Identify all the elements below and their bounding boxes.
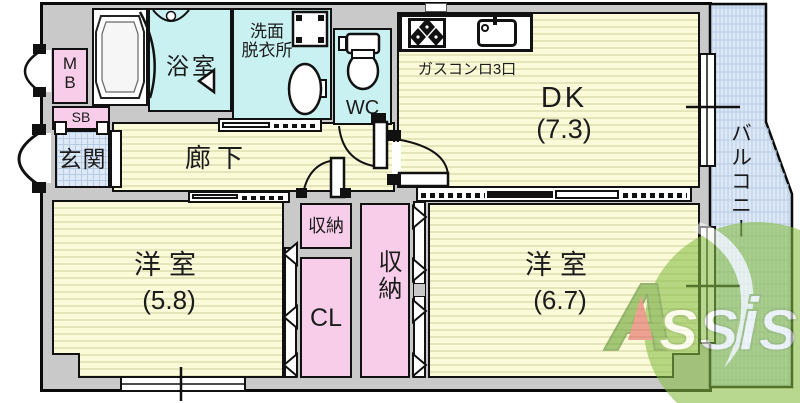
sliding-door-track — [623, 193, 687, 198]
label-storage-tall: 収納 — [373, 249, 401, 303]
label-toilet: WC — [345, 96, 380, 119]
room-storage-tall: 収納 — [360, 203, 410, 378]
label-bedroom2: 洋室 (6.7) — [480, 250, 640, 315]
label-gas-stove: ガスコンロ3口 — [417, 60, 517, 78]
wall-step-bedroom1 — [52, 353, 80, 378]
window-balcony-upper — [699, 53, 716, 167]
bathtub-box — [92, 8, 148, 106]
label-closet: CL — [310, 303, 342, 332]
room-washroom: 洗面 脱衣所 — [232, 8, 332, 120]
label-entrance: 玄関 — [58, 146, 107, 173]
room-closet: CL — [300, 257, 352, 378]
label-mb-line1: M — [62, 54, 78, 73]
label-washroom-line2: 脱衣所 — [241, 41, 293, 61]
kitchen-vent — [425, 3, 447, 12]
sliding-door-panel — [555, 190, 619, 199]
label-dk-size: (7.3) — [536, 114, 592, 145]
kitchen-sink-icon — [477, 19, 517, 47]
room-storage-hall: 収納 — [300, 203, 352, 249]
sliding-door-washroom — [218, 118, 322, 132]
label-mb: M B — [54, 54, 86, 92]
room-bedroom-6-7: 洋室 (6.7) — [428, 203, 700, 378]
label-bedroom1: 洋室 (5.8) — [99, 250, 239, 315]
label-balcony: バルコニー — [728, 122, 752, 242]
room-toilet: WC — [333, 28, 392, 125]
label-dk: DK (7.3) — [509, 82, 619, 145]
label-washroom: 洗面 脱衣所 — [236, 22, 298, 60]
room-hallway: 廊下 — [112, 122, 395, 192]
sliding-door-panel — [222, 122, 270, 128]
label-hallway: 廊下 — [184, 143, 249, 174]
label-dk-name: DK — [540, 82, 588, 114]
entrance-step — [110, 130, 122, 188]
room-bathroom: 浴室 — [148, 8, 232, 112]
sliding-door-track — [421, 193, 485, 198]
label-sb: SB — [71, 109, 91, 126]
sliding-door-track — [274, 124, 318, 128]
sliding-door-panel — [192, 194, 238, 199]
window-bedroom1-bottom — [120, 376, 246, 392]
label-bedroom2-size: (6.7) — [533, 285, 587, 316]
label-mb-line2: B — [64, 73, 76, 93]
label-bedroom1-size: (5.8) — [142, 285, 196, 316]
room-meter-box: M B — [52, 48, 88, 104]
gas-stove-icon — [408, 18, 446, 48]
sliding-door-track — [242, 196, 286, 200]
room-shoe-box: SB — [52, 106, 110, 130]
window-balcony-lower — [699, 226, 716, 344]
wall-stub-storage — [413, 283, 426, 297]
room-bedroom-5-8: 洋室 (5.8) — [52, 200, 284, 378]
sliding-door-dk-bedroom2 — [416, 186, 692, 202]
wall-step-bedroom2 — [672, 353, 700, 378]
folding-door-closet — [284, 247, 297, 378]
label-storage-hall: 収納 — [308, 215, 344, 236]
sliding-door-bedroom1 — [188, 191, 290, 203]
label-bedroom2-name: 洋室 — [525, 250, 595, 280]
room-entrance: 玄関 — [55, 130, 110, 188]
sliding-door-panel-closed — [487, 191, 553, 198]
label-bedroom1-name: 洋室 — [134, 250, 204, 280]
label-bathroom: 浴室 — [166, 53, 218, 80]
label-washroom-line1: 洗面 — [250, 22, 284, 41]
